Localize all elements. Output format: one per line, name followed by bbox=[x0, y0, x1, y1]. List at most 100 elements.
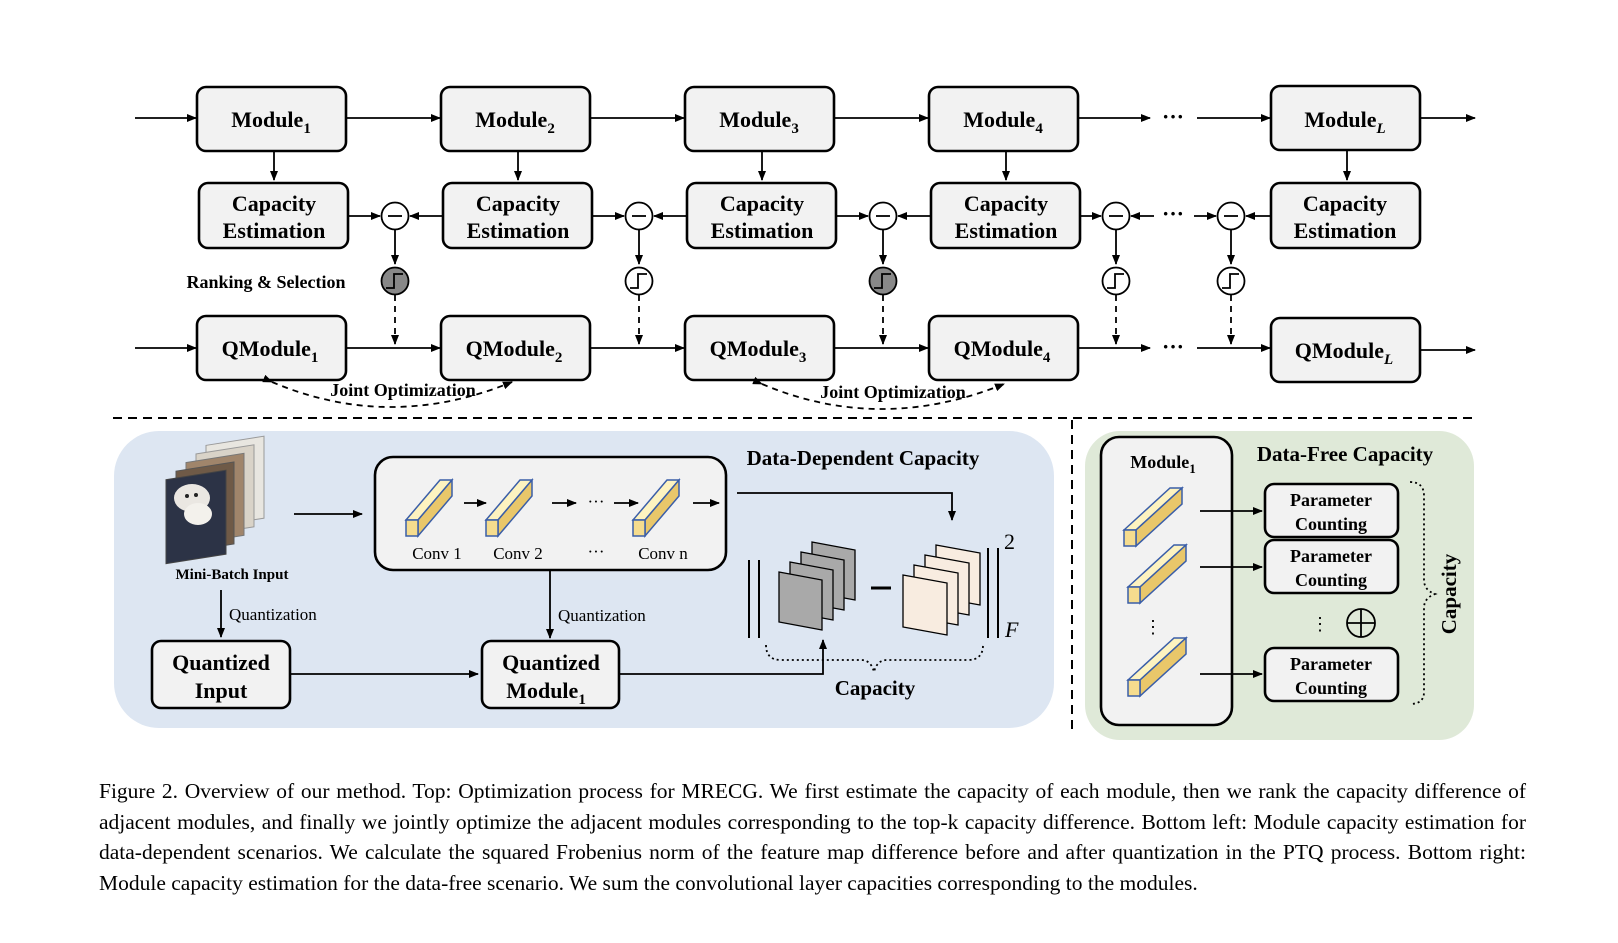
mini-batch-input-label: Mini-Batch Input bbox=[176, 567, 289, 583]
module-box-2: Module2 bbox=[439, 85, 592, 153]
difference-op-1 bbox=[380, 201, 410, 231]
norm-subscript: F bbox=[1004, 617, 1019, 642]
sum-op bbox=[1346, 608, 1376, 638]
mini-batch-images bbox=[165, 435, 265, 565]
svg-text:QModule1: QModule1 bbox=[222, 336, 319, 366]
conv-layer-1-icon bbox=[404, 477, 454, 539]
capacity-estimation-box-L: Capacity Estimation bbox=[1269, 181, 1422, 250]
data-dependent-title: Data-Dependent Capacity bbox=[747, 446, 980, 470]
quantized-module-box: Quantized Module1 bbox=[480, 639, 621, 710]
capacity-label-data-dependent: Capacity bbox=[835, 676, 916, 700]
svg-text:Module1: Module1 bbox=[506, 678, 586, 708]
svg-text:Capacity: Capacity bbox=[1303, 191, 1387, 216]
step-selector-selected-3 bbox=[868, 266, 898, 296]
svg-text:Estimation: Estimation bbox=[955, 218, 1058, 243]
svg-text:Module1: Module1 bbox=[231, 107, 311, 137]
svg-text:Estimation: Estimation bbox=[711, 218, 814, 243]
quantized-feature-maps bbox=[778, 541, 856, 631]
svg-text:···: ··· bbox=[588, 492, 605, 511]
joint-optimization-arc-2: Joint Optimization bbox=[752, 376, 1005, 410]
quantized-input-box: Quantized Input bbox=[150, 639, 292, 710]
svg-text:Quantized: Quantized bbox=[172, 650, 270, 675]
svg-text:Capacity: Capacity bbox=[232, 191, 316, 216]
capacity-brace bbox=[765, 644, 984, 673]
capacity-estimation-box-2: Capacity Estimation bbox=[441, 181, 594, 250]
svg-text:Estimation: Estimation bbox=[223, 218, 326, 243]
qmodule-row-ellipsis: ··· bbox=[1162, 334, 1184, 359]
capacity-estimation-box-3: Capacity Estimation bbox=[685, 181, 838, 250]
module-box-1: Module1 bbox=[195, 85, 348, 153]
capacity-label-data-free: Capacity bbox=[1437, 553, 1461, 634]
difference-op-2 bbox=[624, 201, 654, 231]
svg-text:Input: Input bbox=[195, 678, 248, 703]
norm-superscript: 2 bbox=[1004, 529, 1015, 554]
difference-op-4 bbox=[1101, 201, 1131, 231]
parameter-counting-box-2: Parameter Counting bbox=[1263, 538, 1400, 595]
svg-text:Parameter: Parameter bbox=[1290, 490, 1372, 510]
conv-n-label: Conv n bbox=[638, 544, 688, 563]
conv-1-label: Conv 1 bbox=[412, 544, 462, 563]
svg-text:Module4: Module4 bbox=[963, 107, 1043, 137]
step-selector-2 bbox=[624, 266, 654, 296]
svg-text:Estimation: Estimation bbox=[1294, 218, 1397, 243]
data-free-title: Data-Free Capacity bbox=[1257, 442, 1434, 466]
svg-text:Module3: Module3 bbox=[719, 107, 799, 137]
svg-text:QModuleL: QModuleL bbox=[1295, 338, 1393, 368]
svg-text:Counting: Counting bbox=[1295, 514, 1367, 534]
svg-text:Joint Optimization: Joint Optimization bbox=[330, 380, 476, 400]
svg-text:Capacity: Capacity bbox=[964, 191, 1048, 216]
qmodule-box-2: QModule2 bbox=[439, 314, 592, 382]
svg-text:Joint Optimization: Joint Optimization bbox=[820, 382, 966, 402]
qmodule-box-3: QModule3 bbox=[683, 314, 836, 382]
svg-text:Module1: Module1 bbox=[1130, 452, 1196, 476]
svg-text:Module2: Module2 bbox=[475, 107, 555, 137]
frobenius-norm-bars-left bbox=[748, 560, 760, 638]
module-box-L: ModuleL bbox=[1269, 84, 1422, 152]
data-dependent-panel: Mini-Batch Input ··· bbox=[114, 431, 1054, 728]
data-free-module-box: Module1 bbox=[1099, 435, 1234, 727]
data-free-conv-icon-1 bbox=[1122, 486, 1184, 548]
parameter-counting-box-1: Parameter Counting bbox=[1263, 482, 1400, 539]
capacity-estimation-box-1: Capacity Estimation bbox=[197, 181, 350, 250]
svg-text:Counting: Counting bbox=[1295, 570, 1367, 590]
conv-ellipsis-label: ··· bbox=[588, 542, 605, 561]
module-box-4: Module4 bbox=[927, 85, 1080, 153]
full-precision-feature-maps bbox=[902, 544, 981, 636]
data-free-panel: Module1 ⋮ Data-Free Capacity Parameter C… bbox=[1085, 431, 1474, 740]
module-box-3: Module3 bbox=[683, 85, 836, 153]
qmodule-box-L: QModuleL bbox=[1269, 316, 1422, 384]
quantization-label-input: Quantization bbox=[229, 605, 317, 624]
conv-layers-box: ··· Conv 1 Conv 2 ··· Conv n bbox=[373, 455, 728, 572]
module-row-ellipsis: ··· bbox=[1162, 104, 1184, 129]
svg-text:Counting: Counting bbox=[1295, 678, 1367, 698]
svg-text:Capacity: Capacity bbox=[720, 191, 804, 216]
conv-layer-2-icon bbox=[484, 477, 534, 539]
quantization-label-module: Quantization bbox=[558, 606, 646, 625]
svg-text:Parameter: Parameter bbox=[1290, 546, 1372, 566]
parameter-vertical-ellipsis: ⋮ bbox=[1311, 614, 1329, 634]
conv-2-label: Conv 2 bbox=[493, 544, 543, 563]
difference-op-L bbox=[1216, 201, 1246, 231]
svg-text:ModuleL: ModuleL bbox=[1304, 107, 1385, 137]
qmodule-box-1: QModule1 bbox=[195, 314, 348, 382]
frobenius-norm-bars-right bbox=[987, 548, 999, 638]
svg-text:QModule2: QModule2 bbox=[466, 336, 563, 366]
difference-op-3 bbox=[868, 201, 898, 231]
step-selector-4 bbox=[1101, 266, 1131, 296]
capacity-estimation-box-4: Capacity Estimation bbox=[929, 181, 1082, 250]
capacity-brace-vertical bbox=[1409, 481, 1438, 705]
conv-layer-n-icon bbox=[631, 477, 681, 539]
capacity-row-ellipsis: ··· bbox=[1162, 201, 1184, 226]
figure-caption: Figure 2. Overview of our method. Top: O… bbox=[99, 779, 1526, 895]
data-free-conv-icon-2 bbox=[1126, 543, 1188, 605]
top-pipeline: Module1 Module2 Module3 Module4 ··· Modu… bbox=[135, 84, 1476, 410]
ranking-selection-label: Ranking & Selection bbox=[186, 272, 345, 292]
svg-text:QModule3: QModule3 bbox=[710, 336, 807, 366]
svg-text:Quantized: Quantized bbox=[502, 650, 600, 675]
qmodule-box-4: QModule4 bbox=[927, 314, 1080, 382]
joint-optimization-arc-1: Joint Optimization bbox=[262, 374, 513, 408]
svg-text:Capacity: Capacity bbox=[476, 191, 560, 216]
svg-text:Estimation: Estimation bbox=[467, 218, 570, 243]
svg-text:Parameter: Parameter bbox=[1290, 654, 1372, 674]
